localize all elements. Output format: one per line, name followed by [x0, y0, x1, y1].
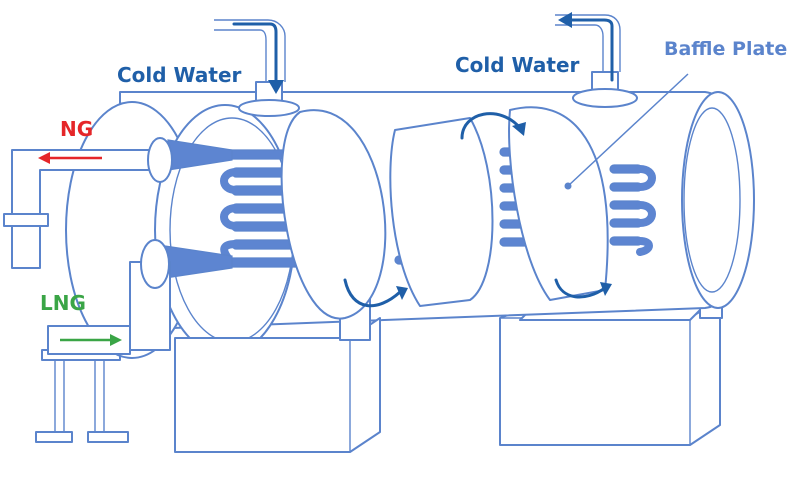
lng-label: LNG — [40, 291, 86, 315]
baffle-plate-callout — [564, 73, 689, 190]
left-support-base — [174, 289, 381, 453]
water-out-arrow — [558, 12, 614, 82]
ng-flow-arrow — [38, 152, 102, 164]
lng-flow-arrow — [60, 334, 122, 346]
baffle-plate-2 — [389, 117, 494, 307]
tube-bundle-rear — [609, 164, 656, 256]
baffle-plate-1 — [280, 109, 387, 320]
lng-inlet-pipe — [47, 239, 171, 355]
water-in-arrow — [232, 22, 284, 94]
water-outlet-nozzle — [555, 14, 638, 108]
ng-outlet-pipe — [3, 137, 173, 269]
water-inlet-nozzle — [214, 19, 300, 117]
cold-water-label-left: Cold Water — [117, 63, 242, 87]
shell-flow-arrows — [343, 112, 612, 308]
baffle-plate-label: Baffle Plate — [664, 38, 787, 60]
cold-water-label-right: Cold Water — [455, 53, 580, 77]
ng-label: NG — [60, 117, 93, 141]
pipe-stand — [35, 349, 129, 443]
